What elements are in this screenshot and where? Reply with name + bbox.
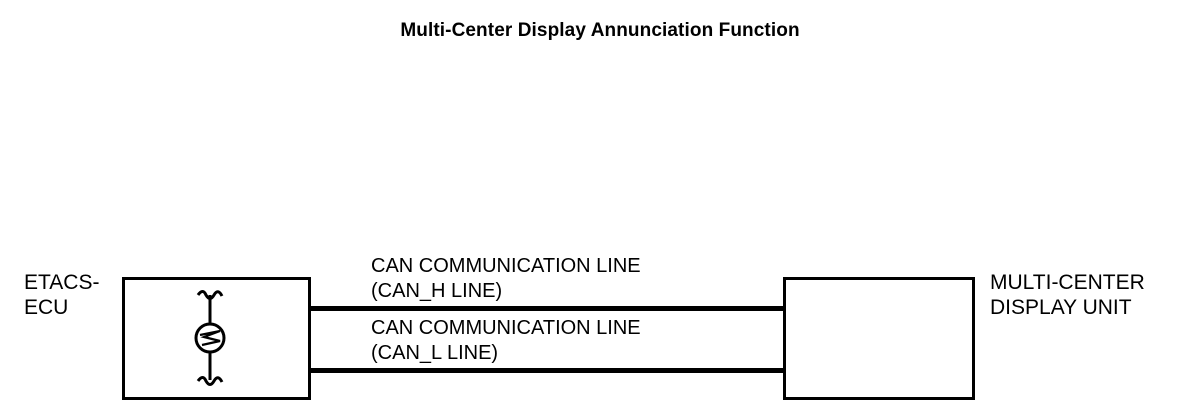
etacs-ecu-label: ETACS- ECU [24, 271, 100, 319]
page-title: Multi-Center Display Annunciation Functi… [400, 20, 800, 41]
can-transceiver-symbol [194, 290, 226, 386]
can-h-line [308, 306, 786, 311]
can-l-line [308, 368, 786, 373]
multi-center-display-unit-box [783, 277, 975, 400]
bottom-lead-squiggle-icon [196, 376, 224, 386]
can-l-line-label: CAN COMMUNICATION LINE (CAN_L LINE) [371, 317, 641, 364]
multi-center-display-unit-label: MULTI-CENTER DISPLAY UNIT [990, 271, 1145, 319]
can-h-line-label: CAN COMMUNICATION LINE (CAN_H LINE) [371, 255, 641, 302]
transceiver-wave-icon [199, 329, 221, 347]
